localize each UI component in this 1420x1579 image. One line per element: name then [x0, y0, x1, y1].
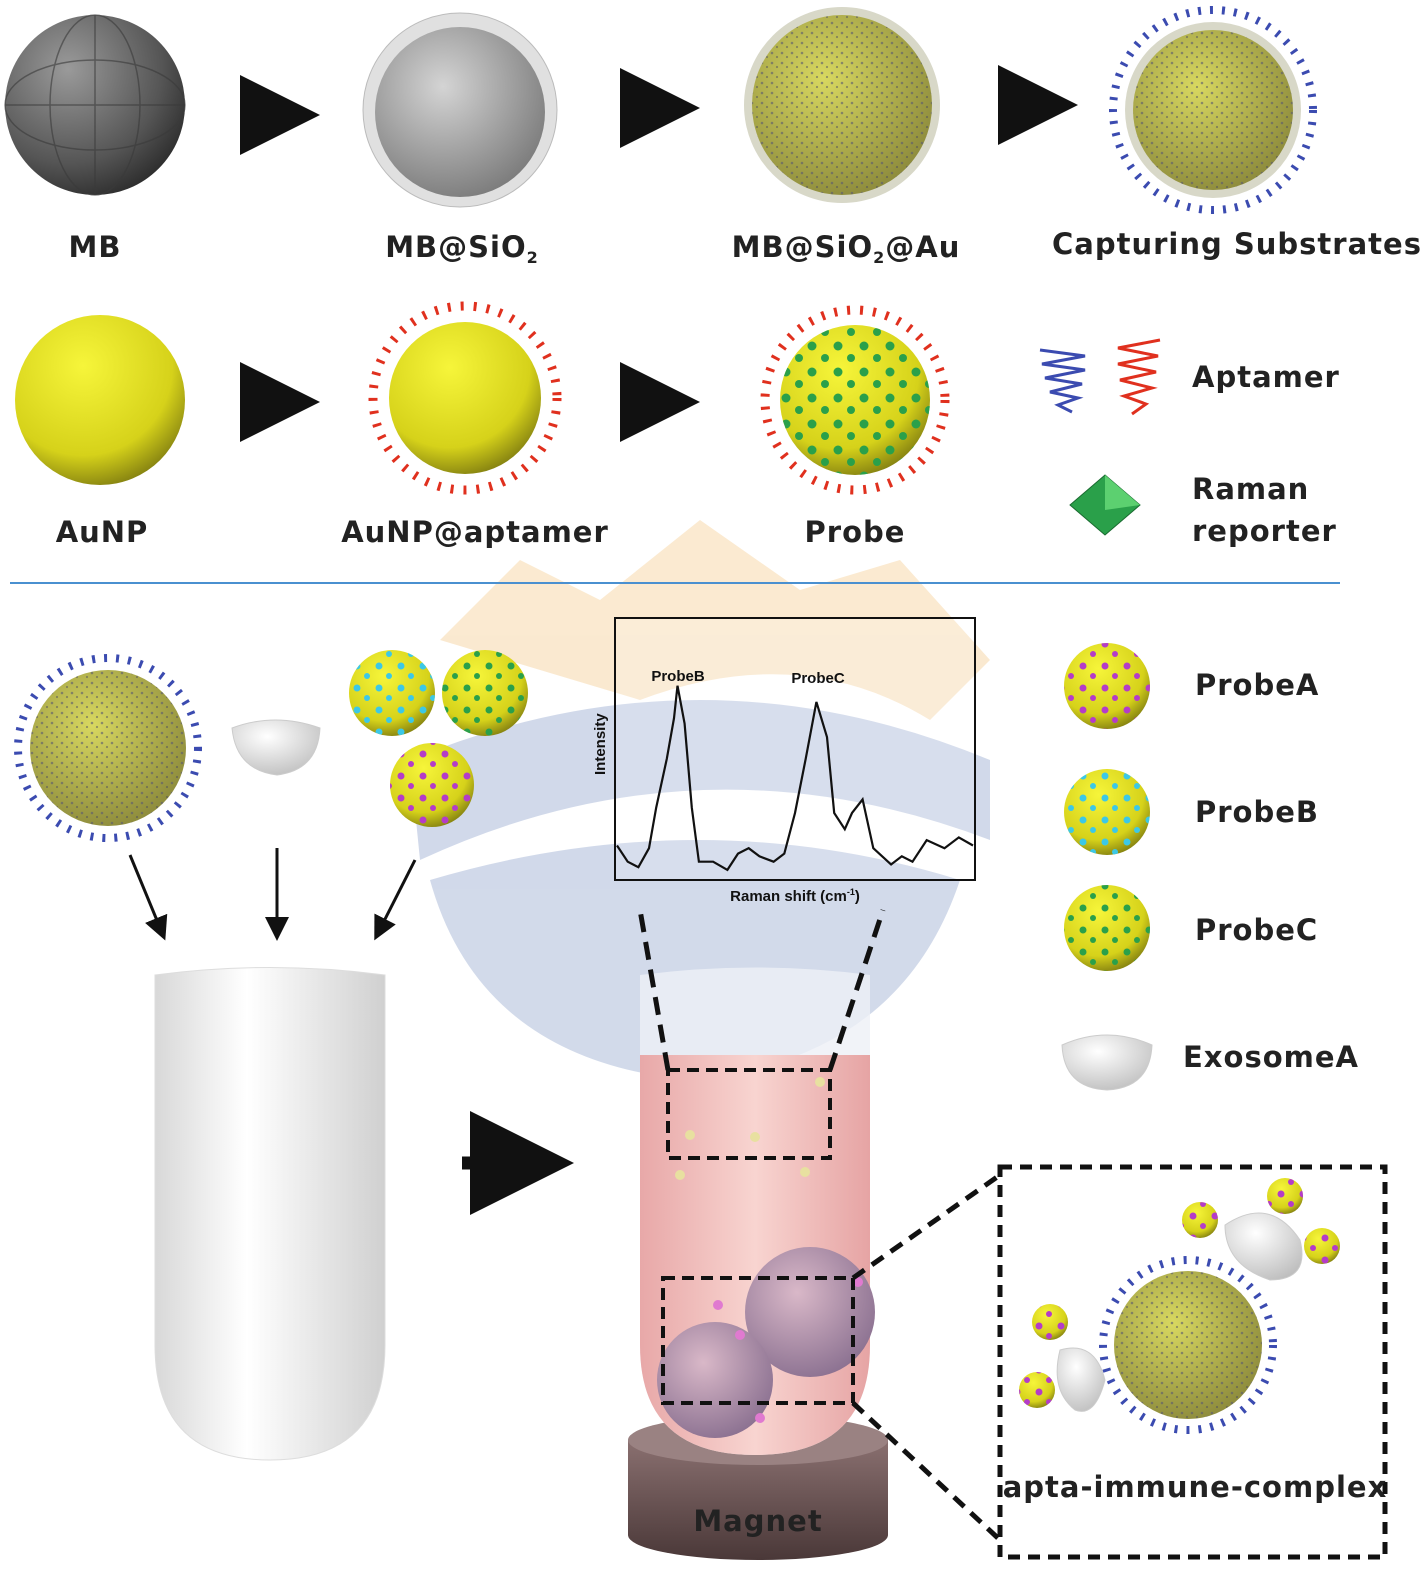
empty-tube — [154, 967, 386, 1461]
label-raman: Raman — [1192, 472, 1309, 506]
magnetic-bead — [657, 1322, 773, 1438]
apta-immune-complex-box: apta-immune-complex — [997, 1164, 1388, 1560]
label-probe: Probe — [805, 515, 906, 549]
probe-a-icon — [1064, 643, 1150, 729]
label-magnet: Magnet — [693, 1504, 822, 1538]
probe-c-icon — [1064, 885, 1150, 971]
label-apta-immune-complex: apta-immune-complex — [1003, 1470, 1388, 1504]
spectrum-line — [616, 685, 974, 872]
legend-probea: ProbeA — [1195, 668, 1319, 702]
label-mb: MB — [69, 230, 122, 264]
legend: ProbeA ProbeB ProbeC ExosomeA — [1061, 643, 1359, 1091]
label-aptamer: Aptamer — [1192, 360, 1340, 394]
label-capturing-substrates: Capturing Substrates — [1052, 227, 1420, 261]
reagents — [14, 650, 528, 941]
label-aunp-aptamer: AuNP@aptamer — [341, 515, 609, 549]
label-mb-sio2: MB@SiO2 — [385, 230, 539, 267]
raman-spectrum-inset: ProbeB ProbeC Intensity Raman shift (cm-… — [592, 617, 976, 905]
label-aunp: AuNP — [56, 515, 149, 549]
reaction-tube — [637, 909, 1002, 1542]
aptamer-red-icon — [1117, 338, 1161, 416]
annotation-probeb: ProbeB — [651, 668, 705, 685]
aptamer-blue-icon — [1039, 348, 1086, 414]
mb-sio2-sphere — [375, 27, 545, 197]
row-capturing-substrate-synthesis: MB MB@SiO2 MB@SiO2@Au Capturing Substrat… — [4, 6, 1420, 267]
legend-probeb: ProbeB — [1195, 795, 1319, 829]
label-reporter: reporter — [1192, 514, 1337, 548]
aunp-sphere — [15, 315, 185, 485]
exosome-icon — [1061, 1034, 1153, 1091]
legend-exosomea: ExosomeA — [1183, 1040, 1359, 1074]
row-probe-synthesis: AuNP AuNP@aptamer Probe Aptamer Raman re… — [15, 301, 1340, 549]
exosome — [231, 719, 321, 776]
label-mb-sio2-au: MB@SiO2@Au — [732, 230, 961, 267]
x-axis-label: Raman shift (cm-1) — [730, 887, 860, 905]
capturing-substrate-sphere — [1109, 6, 1317, 214]
aunp-aptamer-sphere — [389, 322, 541, 474]
y-axis-label: Intensity — [592, 713, 609, 775]
annotation-probec: ProbeC — [791, 670, 845, 687]
probe-b-icon — [1064, 769, 1150, 855]
legend-probec: ProbeC — [1195, 913, 1318, 947]
